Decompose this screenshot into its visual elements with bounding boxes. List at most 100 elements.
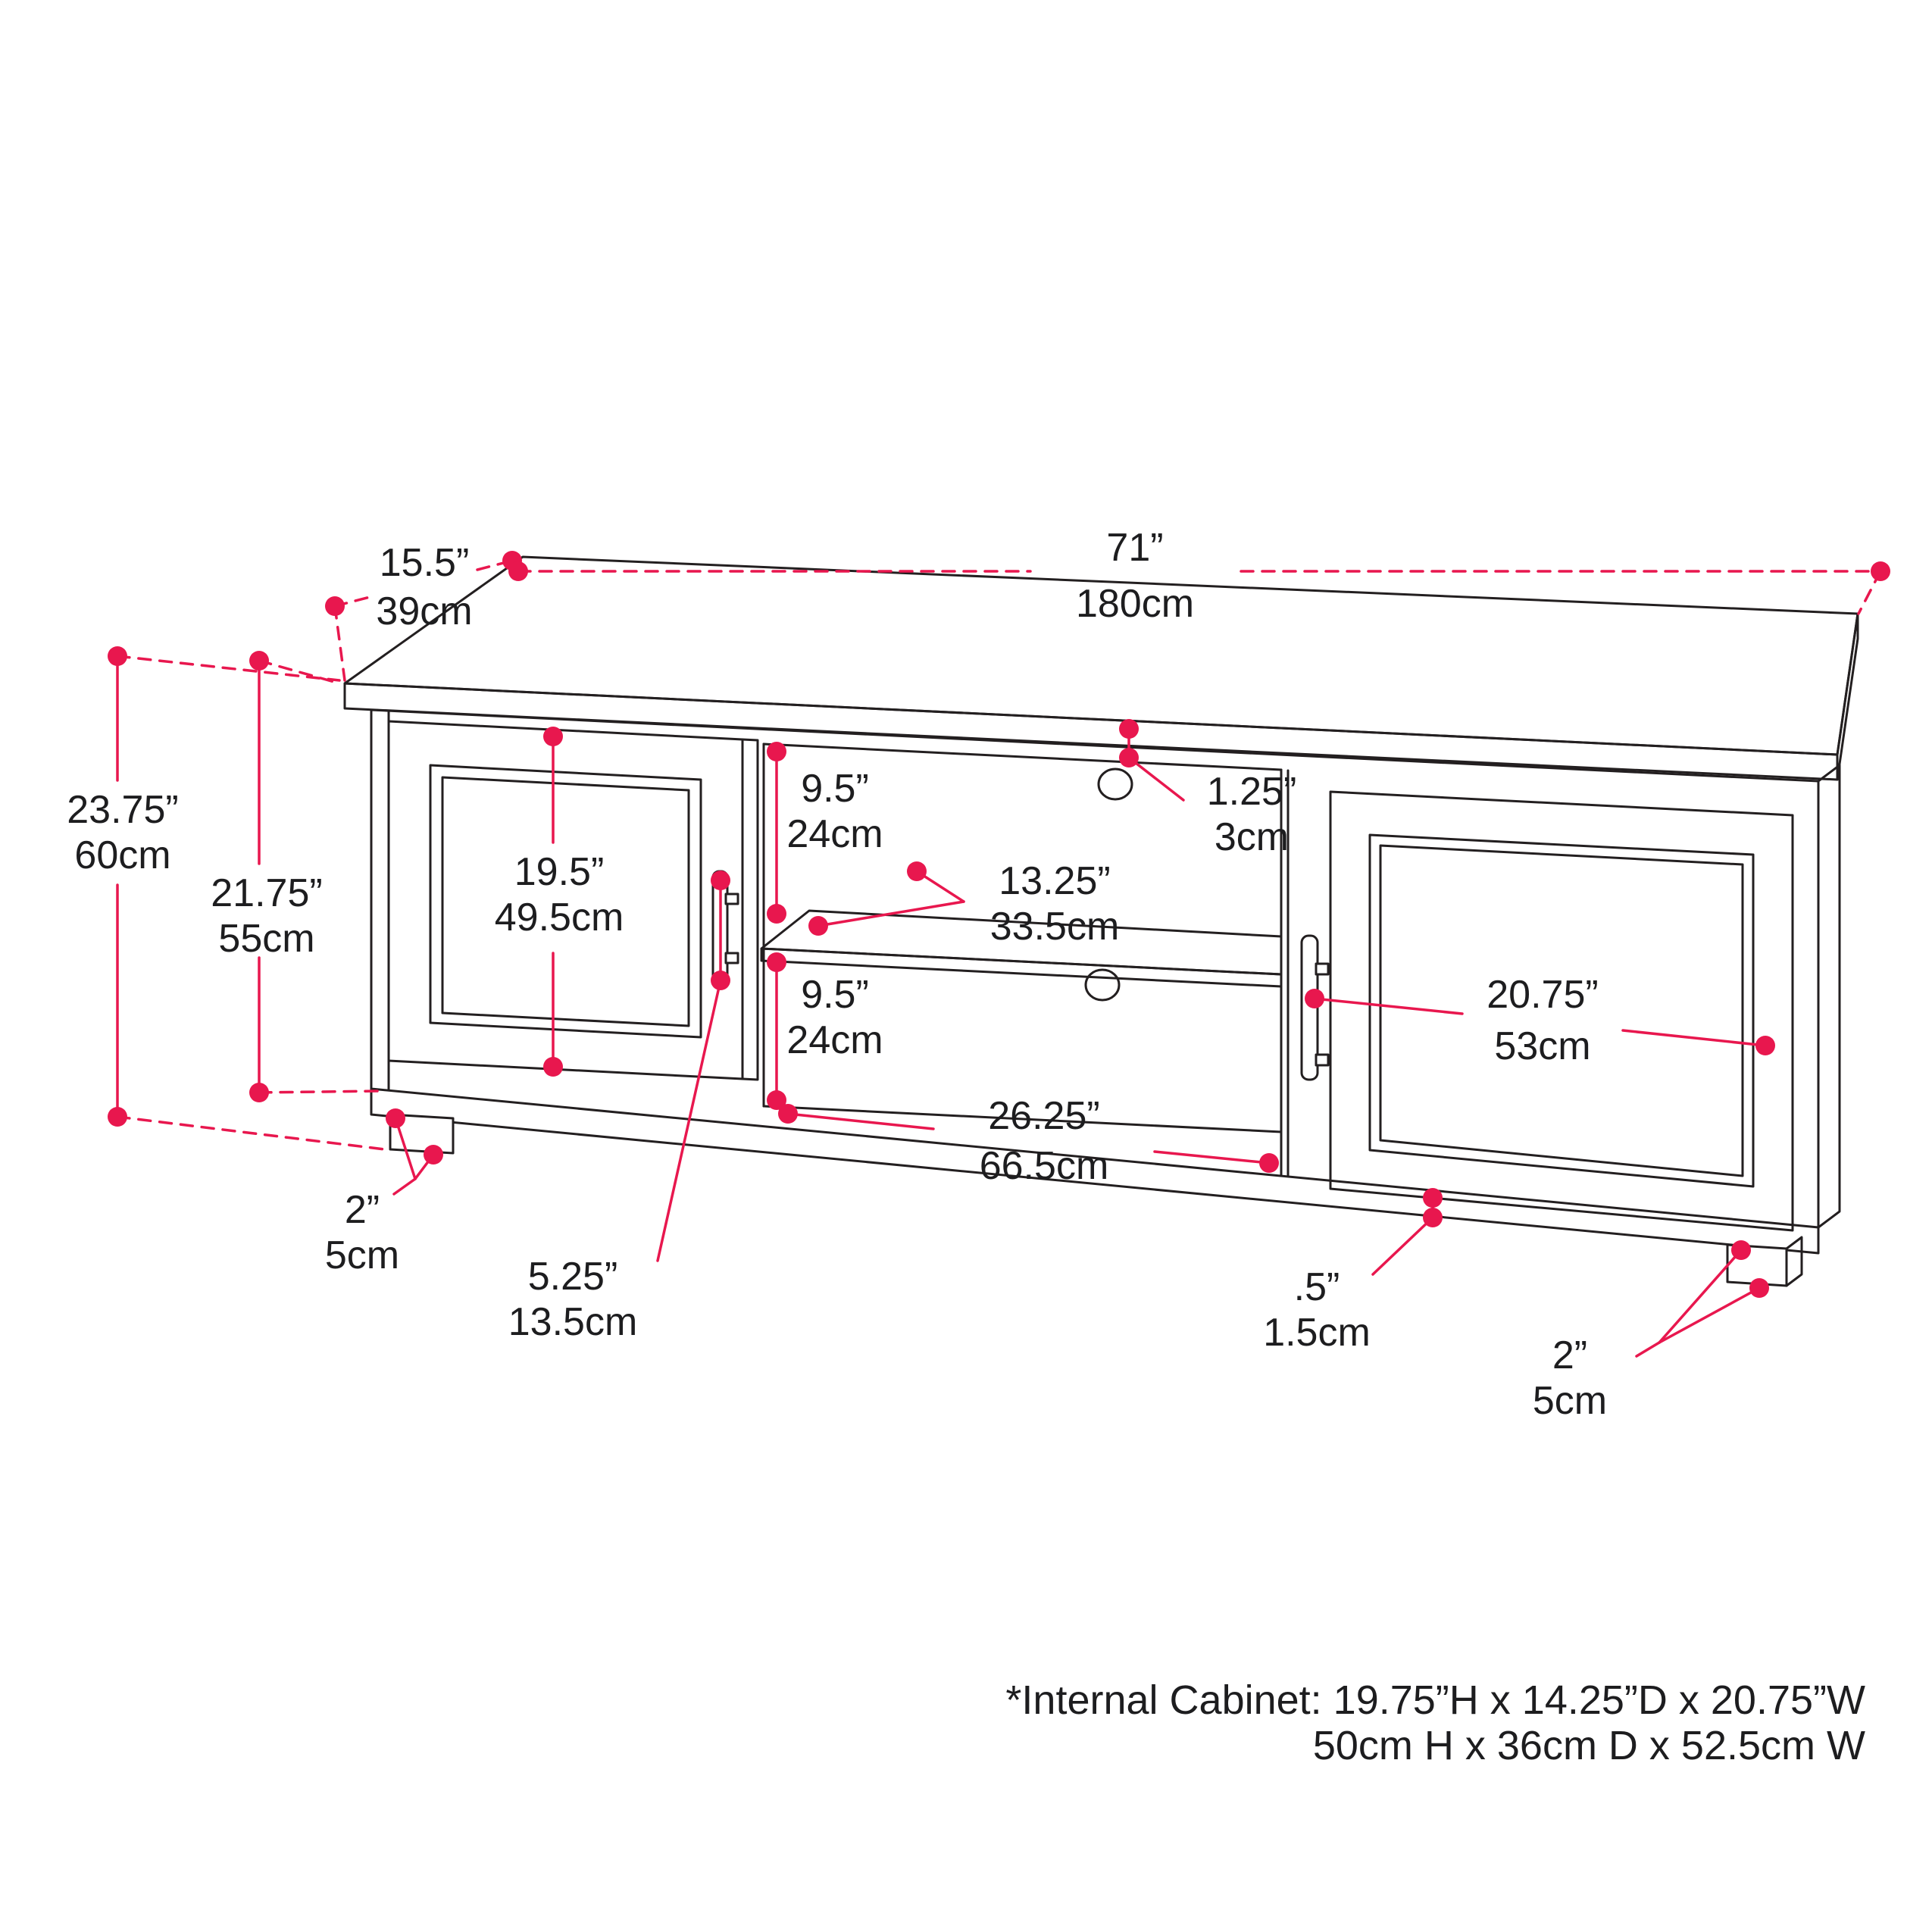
dim-upper-opening-cm: 24cm xyxy=(786,812,883,856)
dim-right-leg-leader-b xyxy=(1658,1286,1761,1344)
dim-right-door-width-in: 20.75” xyxy=(1487,973,1598,1017)
dim-cable-hole: 1.25” 3cm xyxy=(1119,719,1296,859)
dim-depth-dot-front xyxy=(325,596,345,616)
dim-handle-dot-top xyxy=(711,871,730,890)
dim-opening-width-dot-right xyxy=(1259,1153,1279,1173)
right-door xyxy=(1329,790,1794,1232)
dim-cable-hole-in: 1.25” xyxy=(1207,770,1297,814)
dim-total-height-dot-top xyxy=(108,646,127,666)
dim-handle-in: 5.25” xyxy=(528,1255,618,1299)
dim-shelf-depth-dot-back xyxy=(907,861,927,881)
dim-opening-width-line-b xyxy=(1153,1150,1271,1165)
dim-left-leg-dot-top xyxy=(386,1108,405,1128)
right-door-panel-inner xyxy=(1379,844,1744,1177)
dim-shelf-depth-in: 13.25” xyxy=(999,859,1110,903)
dim-opening-width: 26.25” 66.5cm xyxy=(778,1094,1279,1188)
dim-right-leg-leader-a xyxy=(1658,1249,1743,1344)
dim-left-leg-in: 2” xyxy=(345,1188,380,1232)
dim-left-leg-leader-c xyxy=(392,1177,417,1196)
dim-opening-width-dot-left xyxy=(778,1104,798,1124)
footnote-line2: 50cm H x 36cm D x 52.5cm W xyxy=(1313,1723,1865,1768)
dimension-annotations: 15.5” 39cm 71” 180cm 23.75” 60cm xyxy=(67,526,1890,1423)
dim-body-height-dot-bottom xyxy=(249,1083,269,1102)
dim-left-leg-cm: 5cm xyxy=(325,1233,399,1277)
dim-depth-extension xyxy=(333,605,346,682)
dim-right-leg-dot-bottom xyxy=(1749,1278,1769,1298)
dim-bottom-panel-dot-bottom xyxy=(1423,1208,1443,1227)
dim-width: 71” 180cm xyxy=(508,526,1890,626)
dim-right-door-width-dot-right xyxy=(1755,1036,1775,1055)
dim-bottom-panel-dot-top xyxy=(1423,1188,1443,1208)
dim-cable-hole-dot-bottom xyxy=(1119,748,1139,767)
dim-upper-opening-dot-bottom xyxy=(767,904,786,924)
dim-right-door-width-line-a xyxy=(1313,997,1464,1015)
dim-depth-cm: 39cm xyxy=(376,589,472,633)
top-panel-right-end xyxy=(1836,612,1859,781)
dim-cable-hole-cm: 3cm xyxy=(1215,815,1289,859)
dim-shelf-depth-dot-front xyxy=(808,916,828,936)
dim-body-height-ext-bottom xyxy=(258,1089,382,1094)
dim-handle-length: 5.25” 13.5cm xyxy=(508,871,730,1344)
dim-lower-opening: 9.5” 24cm xyxy=(767,952,883,1110)
dim-shelf-depth: 13.25” 33.5cm xyxy=(808,859,1119,949)
dim-total-height-in: 23.75” xyxy=(67,788,178,832)
dim-handle-cm: 13.5cm xyxy=(508,1300,638,1344)
dim-width-dot-right xyxy=(1871,561,1890,581)
dim-opening-width-line-a xyxy=(786,1112,935,1130)
dim-total-height: 23.75” 60cm xyxy=(67,646,392,1152)
dim-lower-opening-dot-top xyxy=(767,952,786,972)
dim-door-height-dot-bottom xyxy=(543,1057,563,1077)
footnote: *Internal Cabinet: 19.75”H x 14.25”D x 2… xyxy=(1005,1677,1865,1768)
dim-right-leg-dot-top xyxy=(1731,1240,1751,1260)
dim-cable-hole-dot-top xyxy=(1119,719,1139,739)
dim-body-height-ext-top xyxy=(258,659,341,685)
left-door-handle-standoff-top xyxy=(724,893,739,905)
left-door-panel-inner xyxy=(441,776,690,1027)
dim-right-door-width: 20.75” 53cm xyxy=(1305,973,1775,1068)
dim-left-leg-dot-bottom xyxy=(424,1145,443,1165)
left-door-panel xyxy=(429,764,702,1039)
dim-total-height-cm: 60cm xyxy=(74,833,170,877)
left-leg xyxy=(389,1113,455,1155)
middle-shelf-front xyxy=(760,947,1283,988)
left-door-edge xyxy=(741,738,759,1081)
dim-lower-opening-in: 9.5” xyxy=(801,973,869,1017)
dim-right-door-width-dot-left xyxy=(1305,989,1324,1008)
dim-door-height-cm: 49.5cm xyxy=(495,896,624,939)
dim-lower-opening-dot-bottom xyxy=(767,1090,786,1110)
dim-total-height-ext-top xyxy=(116,655,341,682)
cabinet-body-right-end xyxy=(1817,764,1841,1229)
left-door-handle-standoff-bottom xyxy=(724,952,739,964)
dim-cable-hole-leader xyxy=(1127,756,1185,802)
dim-lower-opening-cm: 24cm xyxy=(786,1018,883,1062)
footnote-line1: *Internal Cabinet: 19.75”H x 14.25”D x 2… xyxy=(1005,1677,1865,1723)
dim-shelf-depth-cm: 33.5cm xyxy=(990,905,1120,949)
right-door-handle-standoff-bottom xyxy=(1315,1053,1330,1067)
dim-bottom-panel-cm: 1.5cm xyxy=(1263,1311,1371,1355)
dim-door-height-in: 19.5” xyxy=(514,850,605,894)
cable-hole-upper xyxy=(1097,767,1133,801)
dim-handle-leader xyxy=(656,979,722,1262)
dim-total-height-ext-bottom xyxy=(116,1115,392,1152)
dim-upper-opening: 9.5” 24cm xyxy=(767,742,883,924)
dim-right-leg-in: 2” xyxy=(1552,1333,1587,1377)
right-door-panel xyxy=(1368,833,1755,1188)
dim-bottom-panel-in: .5” xyxy=(1294,1265,1340,1309)
dim-width-dot-left xyxy=(508,561,528,581)
dim-right-leg: 2” 5cm xyxy=(1533,1240,1769,1423)
dim-total-height-dot-bottom xyxy=(108,1107,127,1127)
middle-opening-bottom-edge xyxy=(762,1105,1283,1133)
dim-upper-opening-dot-top xyxy=(767,742,786,761)
dim-door-height-dot-top xyxy=(543,727,563,746)
cable-hole-lower xyxy=(1084,968,1121,1002)
dim-body-height-dot-top xyxy=(249,651,269,671)
dim-opening-width-in: 26.25” xyxy=(988,1094,1099,1138)
dim-width-in: 71” xyxy=(1106,526,1163,570)
dim-left-leg-leader-a xyxy=(394,1117,417,1180)
right-door-handle-standoff-top xyxy=(1315,962,1330,976)
dim-right-door-width-cm: 53cm xyxy=(1494,1024,1590,1068)
dim-depth: 15.5” 39cm xyxy=(325,541,522,682)
base-kick-strip xyxy=(370,1087,1820,1255)
